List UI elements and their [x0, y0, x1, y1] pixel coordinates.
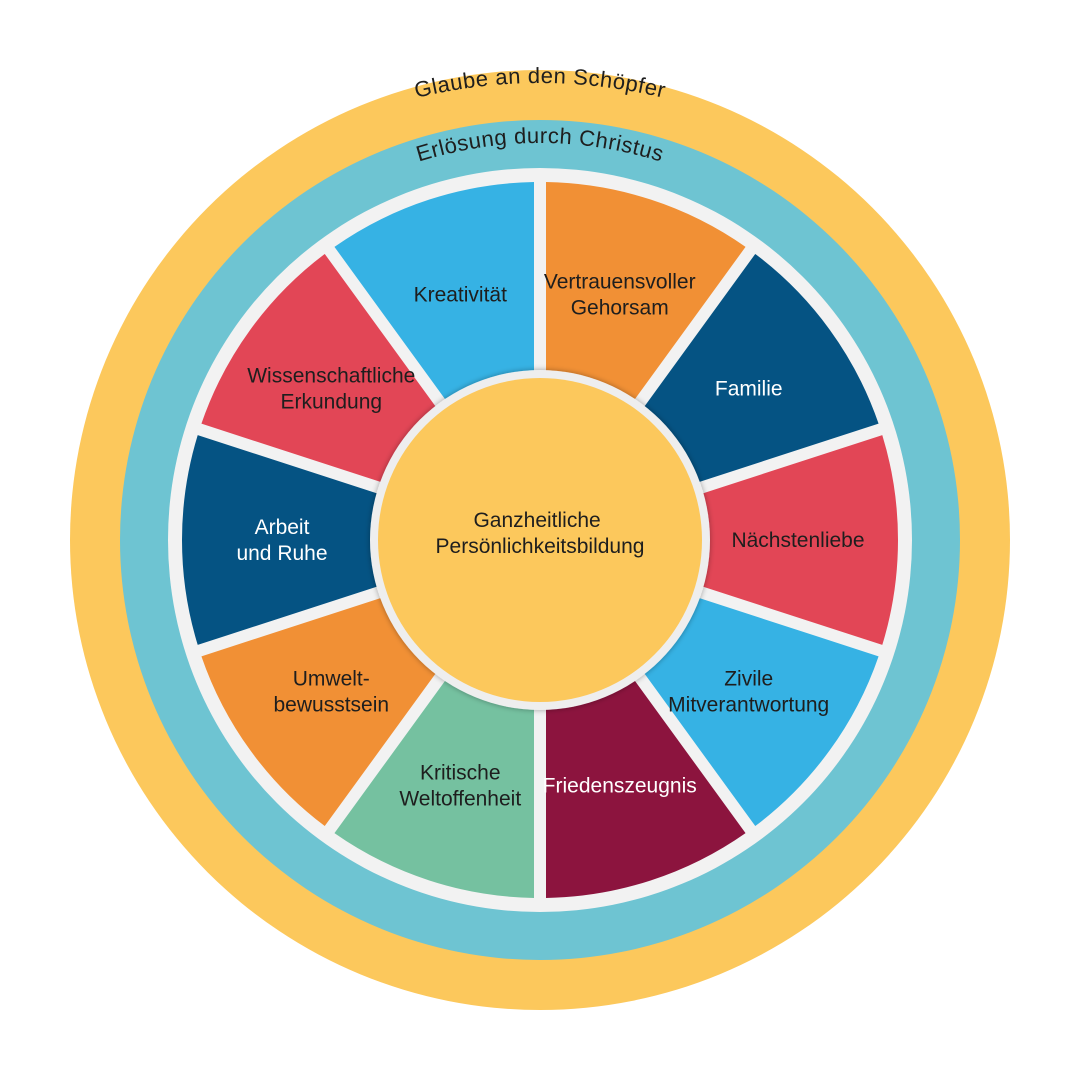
segment-5 [545, 664, 746, 898]
segment-10 [334, 182, 535, 416]
center-circle [378, 378, 702, 702]
segment-8-label-line-1: Arbeit [255, 516, 310, 539]
segment-6-label-line-1: Kritische [420, 761, 501, 784]
segment-9 [201, 253, 448, 488]
segment-4-label-line-1: Zivile [724, 668, 773, 691]
segment-8-label-line-2: und Ruhe [236, 542, 327, 565]
segment-1-label-line-1: Vertrauensvoller [544, 271, 696, 294]
segment-2 [632, 253, 879, 488]
segment-7-label-line-2: bewusstsein [273, 694, 389, 717]
segment-5-label: Friedenszeugnis [543, 774, 697, 797]
segment-8 [181, 435, 396, 645]
center-label-line-1: Ganzheitliche [473, 509, 600, 532]
segment-5-label-line-1: Friedenszeugnis [543, 774, 697, 797]
center-label: Ganzheitliche Persönlichkeitsbildung [436, 509, 645, 558]
segment-3-label: Nächstenliebe [731, 529, 864, 552]
segment-10-label: Kreativität [414, 284, 508, 307]
segment-7-label-line-1: Umwelt- [293, 668, 370, 691]
segment-3-label-line-1: Nächstenliebe [731, 529, 864, 552]
segment-1 [545, 182, 746, 416]
segment-6 [334, 664, 535, 898]
segment-4 [632, 592, 879, 827]
segment-9-label-line-2: Erkundung [280, 390, 382, 413]
segment-8-label: Arbeit und Ruhe [236, 516, 327, 565]
segment-10-label-line-1: Kreativität [414, 284, 508, 307]
segment-3 [684, 435, 899, 645]
segment-1-label-line-2: Gehorsam [571, 297, 669, 320]
segment-4-label-line-2: Mitverantwortung [668, 694, 829, 717]
segment-7 [201, 592, 448, 827]
segment-7-label: Umwelt-bewusstsein [273, 668, 389, 717]
center-label-line-2: Persönlichkeitsbildung [436, 535, 645, 558]
segment-9-label-line-1: Wissenschaftliche [247, 364, 415, 387]
segment-2-label: Familie [715, 377, 783, 400]
segment-2-label-line-1: Familie [715, 377, 783, 400]
segment-6-label-line-2: Weltoffenheit [399, 787, 521, 810]
